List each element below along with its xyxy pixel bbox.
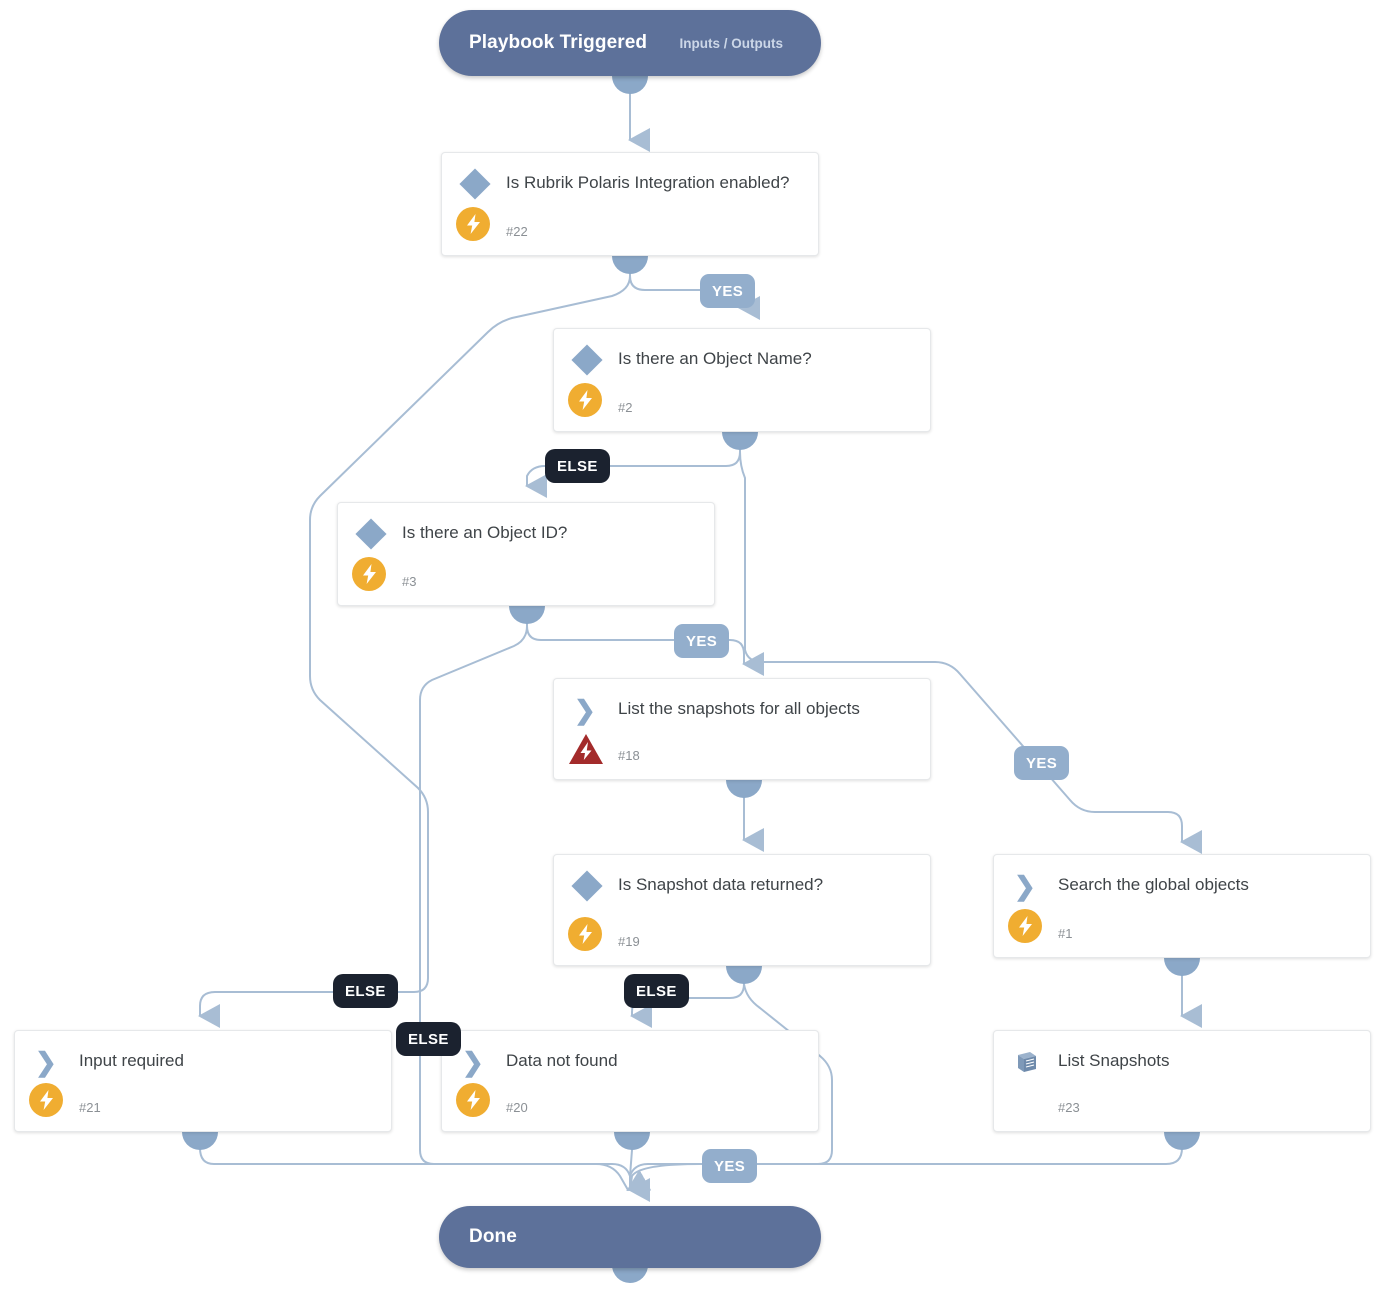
node-ref: #3	[402, 574, 417, 589]
edge-23-to-done	[629, 1132, 1183, 1190]
node-is-there-an-object-id[interactable]: Is there an Object ID? #3	[337, 502, 715, 606]
node-ref: #18	[618, 748, 640, 763]
edge-label-yes-3-to-18[interactable]: YES	[674, 624, 730, 658]
diamond-icon	[571, 870, 603, 902]
dock-23-bottom	[1164, 1132, 1200, 1150]
edge-label-text: ELSE	[408, 1030, 449, 1048]
edge-label-else-2-to-3[interactable]: ELSE	[545, 449, 610, 483]
edge-2-down-trunk	[739, 432, 746, 650]
dock-2-bottom	[722, 432, 758, 450]
dock-3-bottom	[509, 606, 545, 624]
node-is-rubrik-polaris-integration-enabled[interactable]: Is Rubrik Polaris Integration enabled? #…	[441, 152, 819, 256]
edge-label-yes-2-to-1[interactable]: YES	[1014, 746, 1070, 780]
bolt-badge	[352, 557, 386, 591]
node-ref: #22	[506, 224, 528, 239]
edge-label-else-19-to-20[interactable]: ELSE	[624, 974, 689, 1008]
done-node[interactable]: Done	[439, 1206, 821, 1268]
bolt-badge	[456, 207, 490, 241]
playbook-triggered-node[interactable]: Playbook Triggered Inputs / Outputs	[439, 10, 821, 76]
dock-22-bottom	[612, 256, 648, 274]
node-list-snapshots[interactable]: List Snapshots #23	[993, 1030, 1371, 1132]
edge-label-yes-19-to-done[interactable]: YES	[702, 1149, 758, 1183]
edge-label-else-22-to-21[interactable]: ELSE	[333, 974, 398, 1008]
dock-19-bottom	[726, 966, 762, 984]
node-is-there-an-object-name[interactable]: Is there an Object Name? #2	[553, 328, 931, 432]
edge-label-text: YES	[714, 1157, 746, 1175]
diamond-icon	[571, 344, 603, 376]
node-title: Search the global objects	[1058, 875, 1249, 894]
dock-done-bottom	[612, 1265, 648, 1283]
chevron-right-icon: ❯	[1014, 871, 1036, 901]
node-is-snapshot-data-returned[interactable]: Is Snapshot data returned? #19	[553, 854, 931, 966]
node-search-the-global-objects[interactable]: ❯ Search the global objects #1	[993, 854, 1371, 958]
dock-20-bottom	[614, 1132, 650, 1150]
edge-label-else-3-to-20[interactable]: ELSE	[396, 1022, 461, 1056]
node-ref: #20	[506, 1100, 528, 1115]
edge-21-to-done	[199, 1132, 631, 1190]
dock-18-bottom	[726, 780, 762, 798]
node-data-not-found[interactable]: ❯ Data not found #20	[441, 1030, 819, 1132]
edge-label-text: YES	[712, 282, 744, 300]
chevron-right-icon: ❯	[574, 695, 596, 725]
chevron-right-icon: ❯	[462, 1047, 484, 1077]
edge-label-text: ELSE	[557, 457, 598, 475]
node-ref: #23	[1058, 1100, 1080, 1115]
bolt-badge	[568, 917, 602, 951]
node-title: Is there an Object ID?	[402, 523, 568, 542]
node-title: Is Rubrik Polaris Integration enabled?	[506, 173, 790, 192]
edge-label-text: YES	[686, 632, 718, 650]
bolt-badge	[456, 1083, 490, 1117]
node-title: Is there an Object Name?	[618, 349, 812, 368]
node-list-the-snapshots-for-all-objects[interactable]: ❯ List the snapshots for all objects #18	[553, 678, 931, 780]
node-ref: #19	[618, 934, 640, 949]
inputs-outputs-label[interactable]: Inputs / Outputs	[679, 35, 784, 51]
edge-label-yes-22-to-2[interactable]: YES	[700, 274, 756, 308]
bolt-badge	[1008, 909, 1042, 943]
edge-label-text: YES	[1026, 754, 1058, 772]
node-title: List the snapshots for all objects	[618, 699, 860, 718]
node-ref: #1	[1058, 926, 1073, 941]
node-ref: #2	[618, 400, 633, 415]
warning-badge	[568, 733, 604, 765]
edge-19-yes-to-done	[629, 966, 833, 1191]
edge-3-yes-to-18	[526, 606, 764, 676]
chevron-right-icon: ❯	[35, 1047, 57, 1077]
bolt-badge	[568, 383, 602, 417]
node-input-required[interactable]: ❯ Input required #21	[14, 1030, 392, 1132]
edge-label-text: ELSE	[636, 982, 677, 1000]
diamond-icon	[459, 168, 491, 200]
edge-label-text: ELSE	[345, 982, 386, 1000]
book-icon	[1014, 1049, 1040, 1075]
dock-21-bottom	[182, 1132, 218, 1150]
diamond-icon	[355, 518, 387, 550]
edge-3-else-to-done	[419, 606, 652, 1191]
bolt-badge	[29, 1083, 63, 1117]
node-ref: #21	[79, 1100, 101, 1115]
done-title: Done	[469, 1226, 517, 1247]
playbook-triggered-title: Playbook Triggered	[469, 32, 648, 53]
node-title: List Snapshots	[1058, 1051, 1170, 1070]
node-title: Is Snapshot data returned?	[618, 875, 824, 894]
dock-1-bottom	[1164, 958, 1200, 976]
edge-22-else-to-21	[198, 256, 631, 1028]
node-title: Data not found	[506, 1051, 618, 1070]
node-title: Input required	[79, 1051, 184, 1070]
dock-start-bottom	[612, 76, 648, 94]
